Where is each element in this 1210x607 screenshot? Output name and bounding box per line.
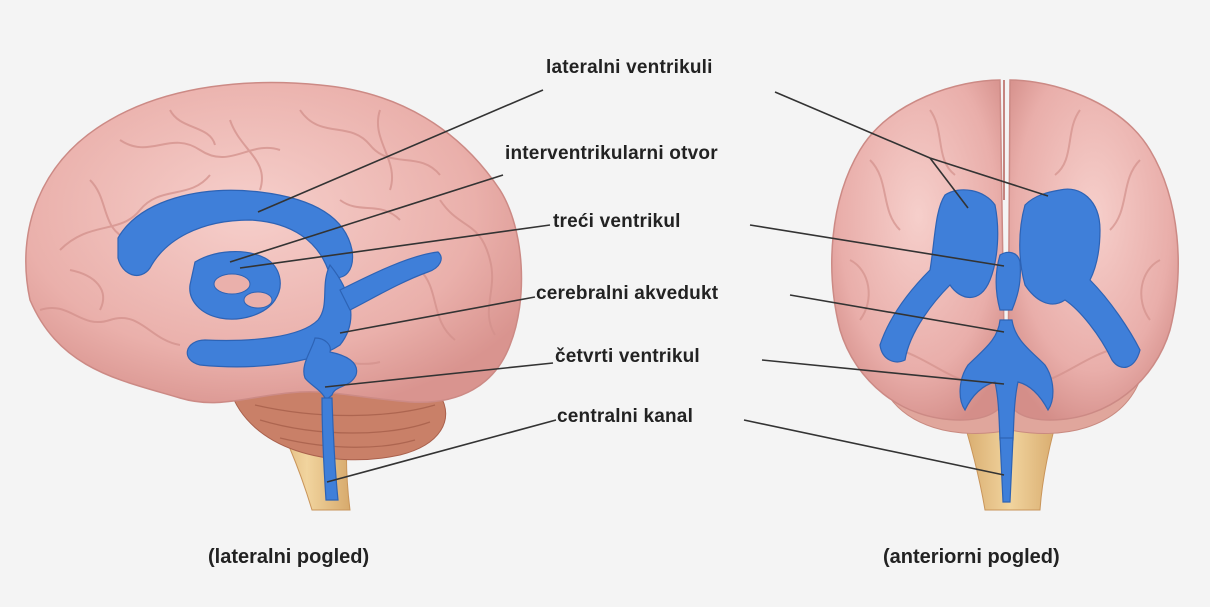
label-interventricular-foramen: interventrikularni otvor [505, 143, 718, 165]
label-lateral-ventricles: lateralni ventrikuli [546, 57, 713, 79]
label-central-canal: centralni kanal [557, 406, 693, 428]
central-canal-anterior [1000, 438, 1013, 502]
anterior-view-brain [832, 80, 1178, 510]
lateral-view-brain [26, 83, 522, 510]
label-cerebral-aqueduct: cerebralni akvedukt [536, 283, 718, 305]
label-third-ventricle: treći ventrikul [553, 211, 681, 233]
caption-lateral-view: (lateralni pogled) [208, 546, 369, 569]
caption-anterior-view: (anteriorni pogled) [883, 546, 1060, 569]
label-fourth-ventricle: četvrti ventrikul [555, 346, 700, 368]
